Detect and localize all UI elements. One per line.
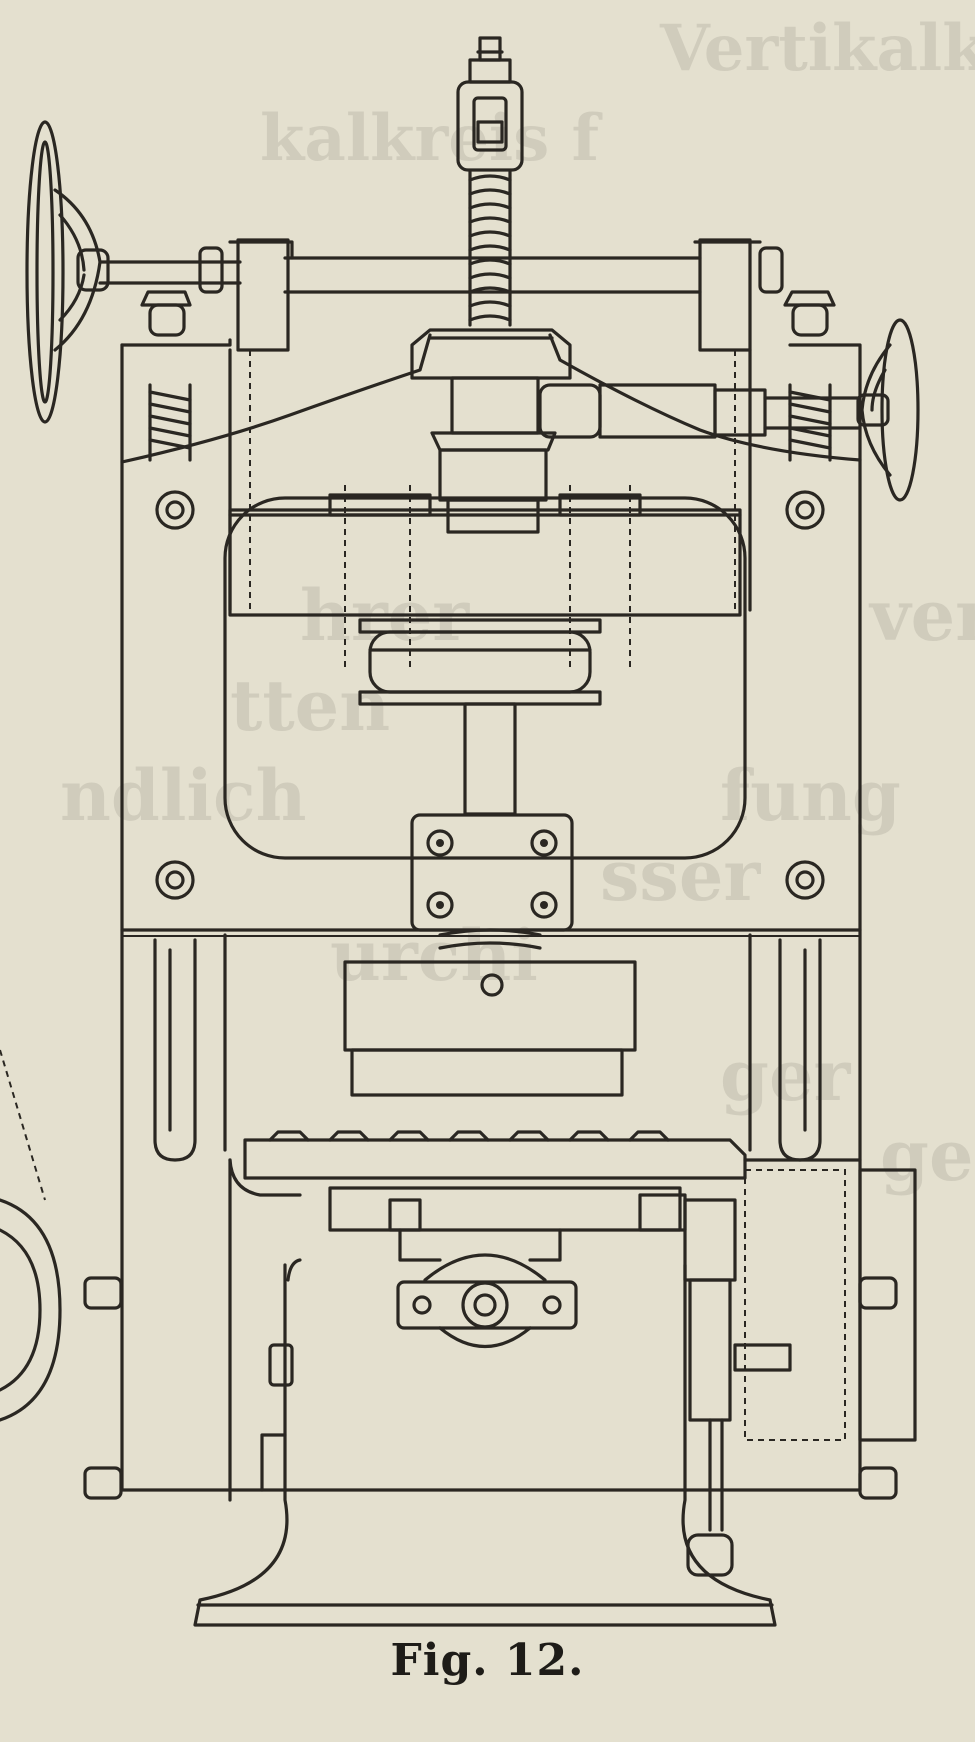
figure-caption: Fig. 12. <box>390 1635 585 1686</box>
bleed-text-7: ndlich <box>60 754 307 837</box>
bleed-text-4: fung <box>720 754 901 837</box>
punch-block <box>343 960 637 1097</box>
bleed-text-8: ger <box>720 1034 851 1117</box>
left-handwheel <box>25 120 110 424</box>
spring-left <box>148 383 192 462</box>
bleed-text-1: kalkreis f <box>260 101 603 176</box>
top-cross-shaft <box>98 238 836 352</box>
upper-die <box>358 618 602 816</box>
screw-threads <box>468 170 512 327</box>
bleed-text-6: urchi <box>330 914 538 997</box>
bleed-text-5: sser <box>600 834 761 917</box>
guide-slots <box>153 933 822 1162</box>
bleed-text-9: ver- <box>868 574 975 657</box>
lower-cam <box>396 1253 578 1348</box>
right-handwheel <box>856 318 920 502</box>
top-screw-assembly <box>456 36 524 327</box>
spring-right <box>788 383 832 462</box>
press-table <box>243 1130 747 1262</box>
pedestal <box>0 1049 917 1627</box>
coupling <box>410 813 574 950</box>
bleed-through-text: Vertikalkreis kalkreis f hrer tten fung … <box>60 11 975 1197</box>
bleed-text-0: Vertikalkreis <box>659 11 975 86</box>
bleed-text-10: ge- <box>880 1114 975 1197</box>
